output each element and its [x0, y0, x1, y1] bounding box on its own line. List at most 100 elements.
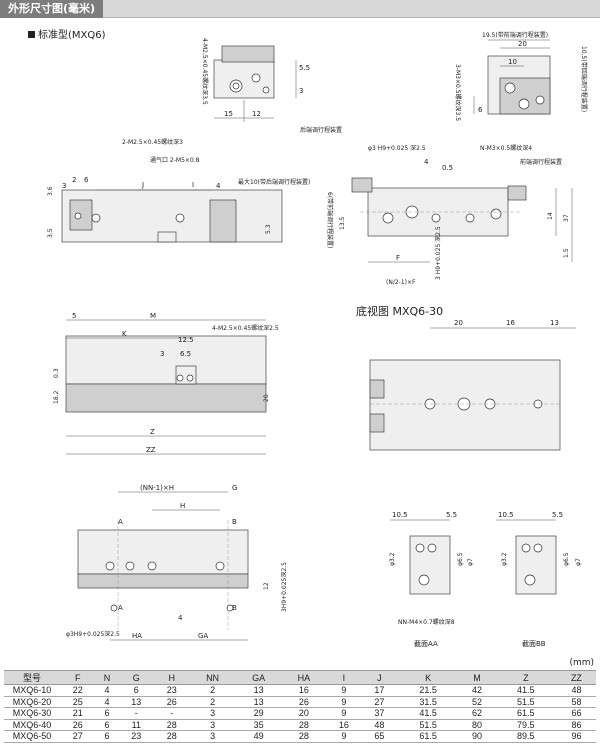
table-cell: 52	[459, 696, 495, 708]
header-bar: 外形尺寸图(毫米)	[0, 0, 600, 18]
dim-13-5: 13.5	[339, 216, 346, 230]
dim-B: B	[232, 518, 237, 526]
label-tap-m3: 3-M3×0.5螺纹深3.5	[454, 64, 462, 121]
label-port: 通气口 2-M5×0.8	[150, 156, 200, 164]
dim-GA: GA	[198, 632, 208, 640]
label-max10: 最大10(带后端调行程装置)	[238, 178, 310, 186]
hole	[74, 212, 82, 220]
hole	[518, 98, 530, 110]
table-header-cell: 型号	[4, 670, 60, 685]
table-cell: MXQ6-30	[4, 707, 60, 720]
dim-4c: 4	[178, 614, 183, 622]
table-cell: 80	[459, 719, 495, 731]
dim-3c: 3	[160, 350, 164, 358]
dim-G: G	[232, 484, 237, 492]
table-cell: 11	[118, 719, 155, 731]
table-cell: 3	[189, 730, 236, 743]
table-cell: 3	[189, 719, 236, 731]
table-cell: 96	[556, 730, 596, 743]
label-formula-f: (N/2-1)×F	[386, 279, 416, 286]
table-cell: 13	[118, 696, 155, 708]
dim-12-5: 12.5	[178, 336, 194, 344]
hole	[382, 212, 394, 224]
dim-3: 3	[299, 87, 303, 95]
hole	[175, 213, 185, 223]
table-cell: 62	[459, 707, 495, 720]
table-header-cell: G	[118, 670, 155, 685]
dim-phi6-5: φ6.5	[457, 552, 464, 566]
table-header-cell: GA	[235, 670, 282, 685]
table-cell: 9	[326, 707, 362, 720]
label-nm3: N-M3×0.5螺纹深4	[480, 144, 532, 152]
table-cell: 16	[326, 719, 362, 731]
table-header-cell: M	[459, 670, 495, 685]
dim-4b: 4	[424, 158, 429, 166]
dim-phi3-2: φ3.2	[389, 552, 396, 566]
table-cell: 29	[235, 707, 282, 720]
label-section-aa: 截面AA	[414, 639, 438, 648]
front-view-right: F 14 37 1.5 13.5 0.5 4 后端调行程装置 φ3 H9+0.0…	[300, 126, 573, 286]
table-cell: 28	[281, 719, 327, 731]
table-header-cell: J	[361, 670, 398, 685]
dim-6: 6	[478, 106, 483, 114]
hole	[226, 604, 234, 612]
dim-10: 10	[508, 58, 517, 66]
table-cell: 28	[154, 730, 190, 743]
hole	[533, 543, 543, 553]
technical-drawing: 15 12 5.5 3 4-M2.5×0.45螺纹深3.5 19.5(带前端调行…	[47, 31, 588, 648]
bottom-view-title: 底视图 MXQ6-30	[356, 305, 444, 318]
table-cell: 2	[189, 696, 236, 708]
dim-A: A	[118, 518, 123, 526]
table-cell: 6	[95, 707, 119, 720]
table-header-cell: HA	[281, 670, 327, 685]
hole	[504, 82, 516, 94]
label-nm4: NN-M4×0.7螺纹深8	[398, 618, 455, 626]
bottom-clip	[369, 413, 385, 433]
dim-2: 2	[72, 176, 76, 184]
hole	[521, 543, 531, 553]
hole	[251, 73, 261, 83]
table-cell: 23	[118, 730, 155, 743]
dim-20c: 20	[454, 319, 463, 327]
table-cell: 51.5	[397, 719, 460, 731]
table-cell: 61.5	[397, 730, 460, 743]
hole	[91, 213, 101, 223]
hole	[215, 561, 225, 571]
unit-label: (mm)	[569, 658, 594, 668]
table-cell: 6	[95, 730, 119, 743]
table-cell: MXQ6-40	[4, 719, 60, 731]
table-header-cell: H	[154, 670, 190, 685]
table-cell: 13	[235, 696, 282, 708]
table-cell: 35	[235, 719, 282, 731]
dim-F: F	[396, 254, 400, 262]
table-cell: 20	[281, 707, 327, 720]
hole	[262, 86, 270, 94]
dim-phi7: φ7	[467, 558, 474, 566]
table-cell: 31.5	[397, 696, 460, 708]
side-view-left: J I 2 6 3 4 3.6 3.5 5.3 2-M2.5×0.45螺纹深3 …	[47, 138, 310, 243]
hole	[465, 213, 475, 223]
table-cell: 26	[60, 719, 96, 731]
label-front-adj-side: 6(带前端调行程装置)	[326, 192, 334, 249]
table-cell: 42	[459, 684, 495, 697]
table-cell: 61.5	[494, 707, 557, 720]
dim-18-2: 18.2	[53, 390, 60, 404]
end-view-right: 19.5(带前端调行程装置) 20 10 6 3-M3×0.5螺纹深3.5 10…	[454, 31, 588, 121]
table-cell: 13	[235, 684, 282, 697]
table-cell: 26	[154, 696, 190, 708]
dim-phi6-5b: φ6.5	[563, 552, 570, 566]
label-adj-dual: 19.5(带前端调行程装置)	[482, 31, 548, 39]
dim-15: 15	[224, 110, 233, 118]
hole	[524, 574, 536, 586]
table-cell: 65	[361, 730, 398, 743]
table-header-cell: I	[326, 670, 362, 685]
hole	[125, 561, 135, 571]
rear-adjuster	[351, 177, 373, 193]
table-header-cell: K	[397, 670, 460, 685]
dim-J: J	[141, 181, 144, 189]
dim-6b: 6	[84, 176, 89, 184]
side-stopper	[209, 199, 237, 243]
